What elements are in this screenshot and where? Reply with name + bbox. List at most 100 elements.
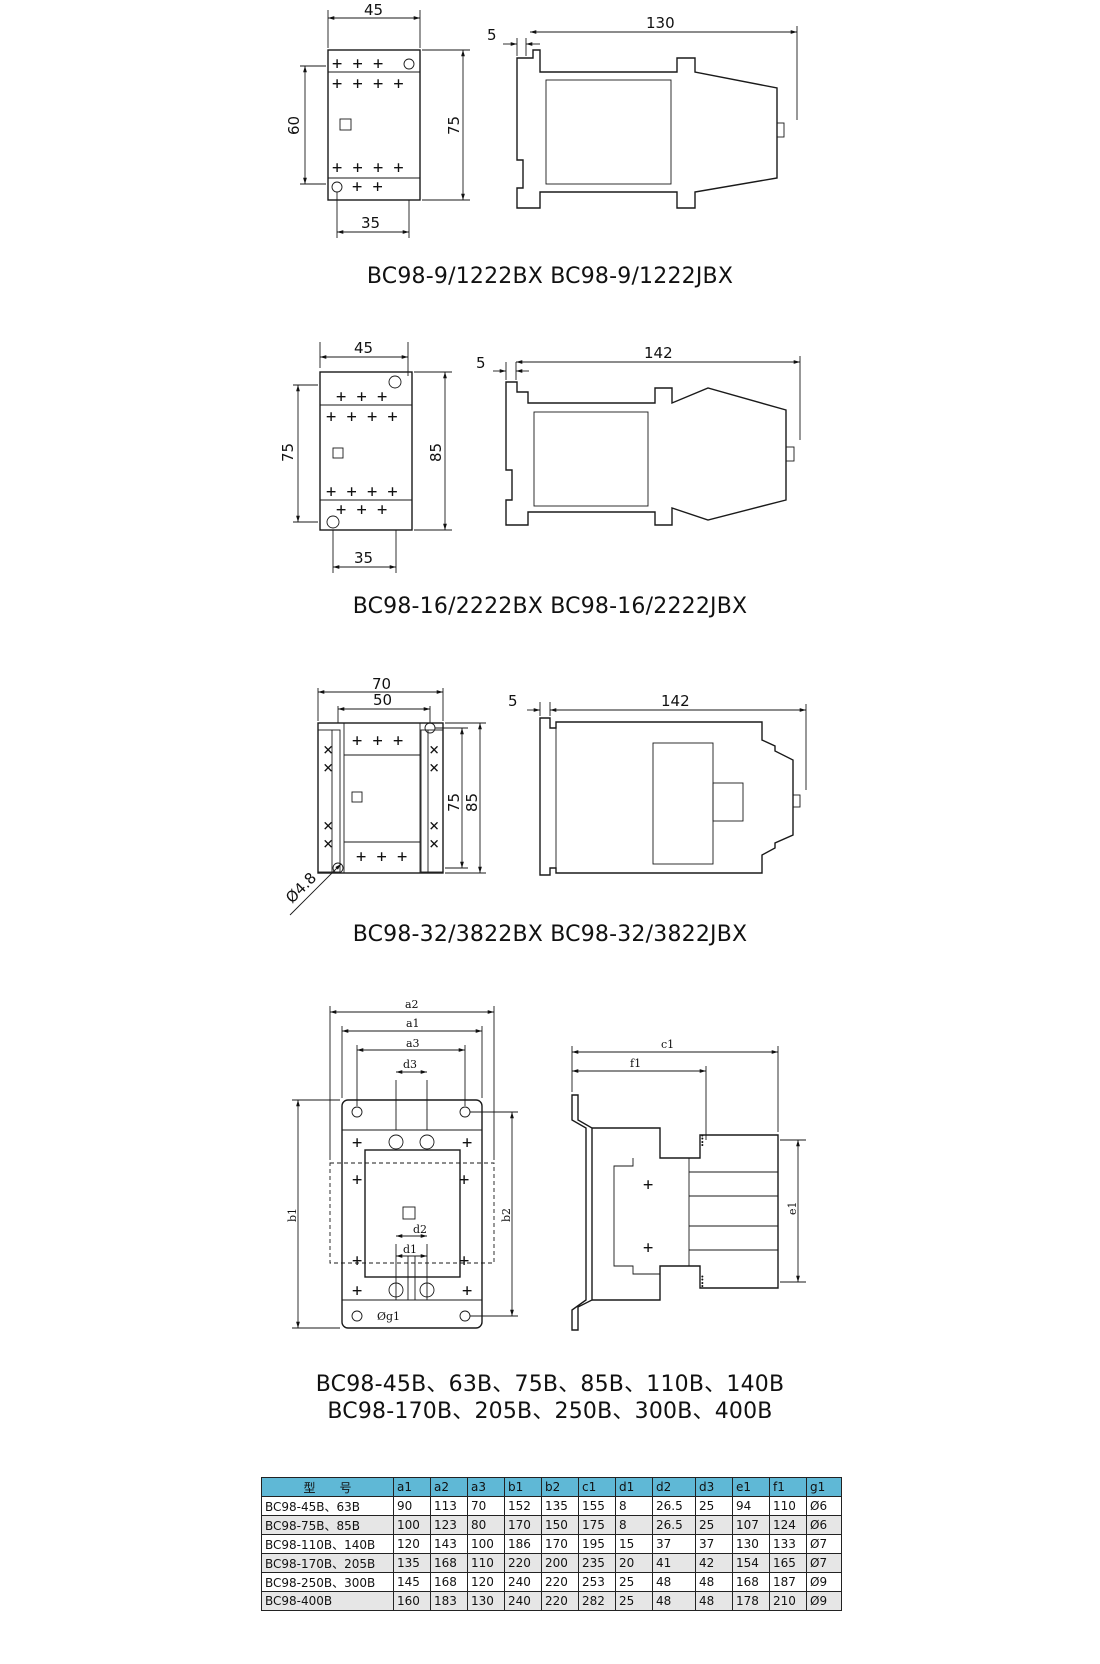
table-cell: 94 [732,1496,770,1516]
table-cell: 15 [615,1534,653,1554]
table-cell: 210 [769,1591,807,1611]
table-cell: 178 [732,1591,770,1611]
svg-text:×: × [323,758,333,778]
table-cell: 110 [467,1553,505,1573]
table-cell: 282 [578,1591,616,1611]
drawing3-dim-width-inner: 50 [373,691,392,709]
svg-text:×: × [429,834,439,854]
table-cell: 168 [430,1553,468,1573]
table-cell: 48 [695,1591,733,1611]
svg-text:+: + [643,1175,653,1195]
table-cell: 48 [652,1572,696,1592]
drawing3-dim-height-inner: 75 [445,793,463,812]
table-cell: 8 [615,1515,653,1535]
table-cell: 154 [732,1553,770,1573]
table-cell: 170 [541,1534,579,1554]
drawing2-dim-width: 45 [354,339,373,357]
drawing2-side-view: 5 142 [476,344,801,526]
drawing4-dim-d2: d2 [413,1223,427,1236]
drawing3-dim-width-outer: 70 [372,675,391,693]
table-header-cell: d1 [615,1477,653,1497]
table-cell: 200 [541,1553,579,1573]
table-cell: 168 [732,1572,770,1592]
drawing2-front-view: + + + + + + + + + + + + + + 45 75 85 35 [279,339,452,573]
table-cell: 123 [430,1515,468,1535]
table-cell: 70 [467,1496,505,1516]
drawing4-dim-g1: Øg1 [377,1310,400,1323]
table-cell: Ø6 [806,1496,842,1516]
drawing4-dim-a2: a2 [405,998,419,1011]
svg-text:+: + [462,1133,472,1153]
table-cell: 26.5 [652,1496,696,1516]
drawing4-dim-d3: d3 [403,1058,417,1071]
drawing2-dim-height-inner: 75 [279,443,297,462]
svg-text:+: + [352,1251,362,1271]
table-cell: Ø7 [806,1534,842,1554]
svg-text:+ + +: + + + [332,54,383,74]
table-cell: 25 [615,1572,653,1592]
drawing4-dim-c1: c1 [661,1038,674,1051]
drawing1-dim-height-inner: 60 [285,116,303,135]
drawing1-caption: BC98-9/1222BX BC98-9/1222JBX [366,264,734,289]
drawing1-dim-offset: 5 [487,26,497,44]
drawing4-dim-b2: b2 [500,1208,513,1222]
table-cell: 120 [467,1572,505,1592]
table-header-cell: g1 [806,1477,842,1497]
table-cell: 41 [652,1553,696,1573]
table-cell: 170 [504,1515,542,1535]
table-header-cell: a2 [430,1477,468,1497]
table-header-cell: f1 [769,1477,807,1497]
table-cell: 110 [769,1496,807,1516]
table-cell: 175 [578,1515,616,1535]
table-cell: 152 [504,1496,542,1516]
drawing4-caption-line1: BC98-45B、63B、75B、85B、110B、140B [315,1372,785,1397]
drawing2-dim-offset: 5 [476,354,486,372]
table-cell: Ø9 [806,1591,842,1611]
svg-text:⁞: ⁞ [700,1131,705,1151]
svg-text:+ + +: + + + [336,387,387,407]
table-cell-model: BC98-250B、300B [261,1572,394,1592]
dimension-table: 型 号 a1 a2 a3 b1 b2 c1 d1 d2 d3 e1 f1 g1 … [261,1477,842,1611]
svg-text:×: × [429,816,439,836]
svg-text:+ + +: + + + [336,500,387,520]
svg-text:+: + [352,1281,362,1301]
svg-text:+: + [459,1170,469,1190]
table-header-cell: 型 号 [261,1477,394,1497]
drawing1-dim-height-outer: 75 [445,116,463,135]
drawing4-dim-a1: a1 [406,1017,420,1030]
table-header-cell: b2 [541,1477,579,1497]
svg-text:×: × [323,740,333,760]
table-cell: 107 [732,1515,770,1535]
table-cell: 160 [393,1591,431,1611]
table-cell: 220 [504,1553,542,1573]
table-header-cell: b1 [504,1477,542,1497]
table-cell: 90 [393,1496,431,1516]
svg-text:+ + + +: + + + + [332,74,404,94]
svg-text:×: × [323,816,333,836]
svg-text:+ + + +: + + + + [332,158,404,178]
table-cell: Ø9 [806,1572,842,1592]
table-cell: 143 [430,1534,468,1554]
table-cell: 135 [541,1496,579,1516]
table-cell: 8 [615,1496,653,1516]
table-header-row: 型 号 a1 a2 a3 b1 b2 c1 d1 d2 d3 e1 f1 g1 [261,1477,842,1497]
table-header-cell: d2 [652,1477,696,1497]
svg-text:×: × [323,834,333,854]
drawing4-side-view: + + ⁞ ⁞ c1 f1 e1 [571,1038,806,1331]
svg-text:+: + [462,1281,472,1301]
table-cell: Ø6 [806,1515,842,1535]
table-cell: 195 [578,1534,616,1554]
table-cell: 25 [695,1515,733,1535]
table-cell: 186 [504,1534,542,1554]
table-cell: 113 [430,1496,468,1516]
table-cell: 253 [578,1572,616,1592]
table-cell: 240 [504,1572,542,1592]
svg-text:+ +: + + [352,177,383,197]
drawing4-dim-a3: a3 [406,1037,420,1050]
